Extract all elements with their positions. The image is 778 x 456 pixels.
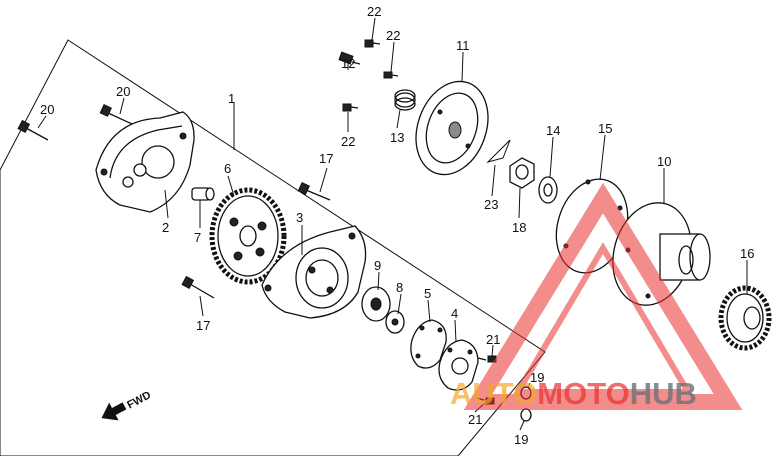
callout-15: 15 — [598, 121, 612, 136]
watermark-logo: AUTOMOTOHUB — [450, 182, 743, 411]
callout-3: 3 — [296, 210, 303, 225]
callout-19a: 19 — [530, 370, 544, 385]
part-rotor — [361, 286, 391, 322]
callout-16: 16 — [740, 246, 754, 261]
assembly-boundary — [0, 39, 546, 456]
watermark-text-auto: AUTO — [450, 376, 537, 411]
callout-20b: 20 — [116, 84, 130, 99]
callout-1: 1 — [228, 91, 235, 106]
callout-23: 23 — [484, 197, 498, 212]
callout-19b: 19 — [514, 432, 528, 447]
part-gasket — [410, 319, 447, 369]
callout-21a: 21 — [486, 332, 500, 347]
watermark-text-hub: HUB — [630, 376, 697, 411]
callout-9: 9 — [374, 258, 381, 273]
callout-13: 13 — [390, 130, 404, 145]
svg-text:AUTOMOTOHUB: AUTOMOTOHUB — [450, 376, 697, 411]
warning-triangle-icon — [463, 182, 743, 410]
fwd-label: FWD — [125, 389, 153, 411]
part-drive-gear — [718, 285, 772, 351]
callout-labels: 1 2 3 4 5 6 7 8 9 10 11 12 13 14 15 16 1… — [40, 4, 754, 447]
part-cover-left — [95, 111, 195, 213]
callout-20a: 20 — [40, 102, 54, 117]
callout-22a: 22 — [367, 4, 381, 19]
part-washer — [538, 176, 558, 204]
callout-2: 2 — [162, 220, 169, 235]
callout-18: 18 — [512, 220, 526, 235]
callout-8: 8 — [396, 280, 403, 295]
callout-6: 6 — [224, 161, 231, 176]
part-clip — [486, 139, 511, 163]
part-nut — [509, 157, 535, 189]
callout-12: 12 — [341, 56, 355, 71]
part-spring — [394, 89, 416, 111]
part-inner-rotor — [385, 310, 405, 334]
callout-10: 10 — [657, 154, 671, 169]
callout-17a: 17 — [319, 151, 333, 166]
watermark-text-moto: MOTO — [537, 376, 629, 411]
callout-4: 4 — [451, 306, 458, 321]
part-gear-sprocket — [209, 187, 287, 285]
callout-21b: 21 — [468, 412, 482, 427]
part-dowel — [191, 187, 215, 201]
callout-11: 11 — [456, 38, 470, 53]
part-pump-cover-plate — [438, 339, 479, 391]
callout-5: 5 — [424, 286, 431, 301]
callout-7: 7 — [194, 230, 201, 245]
callout-22b: 22 — [386, 28, 400, 43]
part-clutch-hub — [612, 202, 711, 306]
part-pump-body — [261, 225, 367, 319]
callout-22c: 22 — [341, 134, 355, 149]
callout-14: 14 — [546, 123, 560, 138]
fwd-indicator: FWD — [101, 389, 153, 421]
part-clutch-outer — [415, 80, 489, 176]
fwd-arrow-icon — [101, 402, 127, 421]
callout-17b: 17 — [196, 318, 210, 333]
